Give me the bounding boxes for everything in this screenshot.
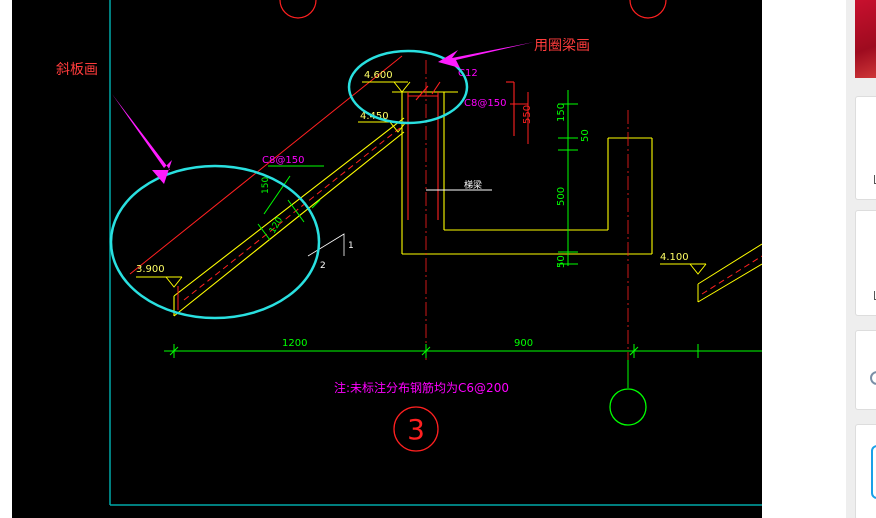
side-card-3[interactable] [855, 330, 876, 410]
rebar-label-top: C12 [458, 68, 478, 79]
dim-label-550: 550 [522, 105, 533, 124]
annotation-label-ring-beam: 用圈梁画 [534, 38, 590, 54]
dim-label-150-vertical: 150 [556, 103, 567, 122]
elevation-mark-3900 [136, 276, 183, 288]
card-avatar-icon [870, 371, 876, 385]
slope-label-rise: 1 [348, 241, 354, 251]
annotation-arrow-slab [112, 94, 172, 184]
dim-label-500: 500 [556, 187, 567, 206]
beam-tag-label: 梯梁 [464, 179, 482, 191]
elevation-label-4100: 4.100 [660, 252, 689, 263]
horizontal-dimensions [164, 344, 762, 358]
card-glyph-icon [874, 291, 876, 300]
annotation-label-slab: 斜板画 [56, 62, 98, 78]
axis-center-lines [425, 60, 629, 360]
cad-drawing-viewport[interactable]: 3.900 C8@150 150 120 1 2 [12, 0, 762, 518]
slope-triangle [307, 233, 345, 257]
card-glyph-icon [874, 175, 876, 184]
dim-label-900: 900 [514, 338, 533, 349]
drawing-note: 注:未标注分布钢筋均为C6@200 [334, 380, 509, 395]
section-number-circle [393, 406, 439, 452]
side-card-4[interactable] [855, 424, 876, 518]
side-card-1[interactable] [855, 96, 876, 200]
annotation-arrow-ring-beam [438, 42, 534, 68]
right-side-panel [846, 0, 876, 518]
callout-circle-ring-beam [347, 49, 469, 125]
dim-label-50-top: 50 [580, 129, 591, 142]
callout-circle-slab [109, 164, 321, 320]
cad-drawing-canvas: 3.900 C8@150 150 120 1 2 [56, 0, 762, 506]
dim-label-50-bottom: 50 [556, 255, 567, 268]
elevation-label-3900: 3.900 [136, 264, 165, 275]
dim-label-1200: 1200 [282, 338, 307, 349]
side-card-2[interactable] [855, 210, 876, 316]
slab-rebar [129, 55, 403, 310]
dim-label-150-slab: 150 [261, 177, 271, 194]
section-marker-partial-right [629, 0, 667, 19]
elevation-mark-4600 [362, 81, 411, 93]
axis-bubble [609, 388, 647, 426]
section-marker-partial-left [279, 0, 317, 19]
elevation-label-4600: 4.600 [364, 70, 393, 81]
slab-dimensions [257, 165, 324, 241]
rebar-label-slab: C8@150 [262, 155, 304, 166]
promo-banner-thumbnail[interactable] [855, 0, 876, 78]
dim-label-120: 120 [268, 215, 285, 235]
right-stair-rebar [701, 255, 762, 295]
phone-icon [871, 445, 876, 499]
vertical-dimensions [527, 90, 578, 266]
section-number: 3 [407, 413, 425, 446]
right-stair-partial [660, 243, 762, 303]
slope-label-run: 2 [320, 261, 326, 271]
page-gutter [762, 0, 846, 518]
rebar-label-top2: C8@150 [464, 98, 506, 109]
